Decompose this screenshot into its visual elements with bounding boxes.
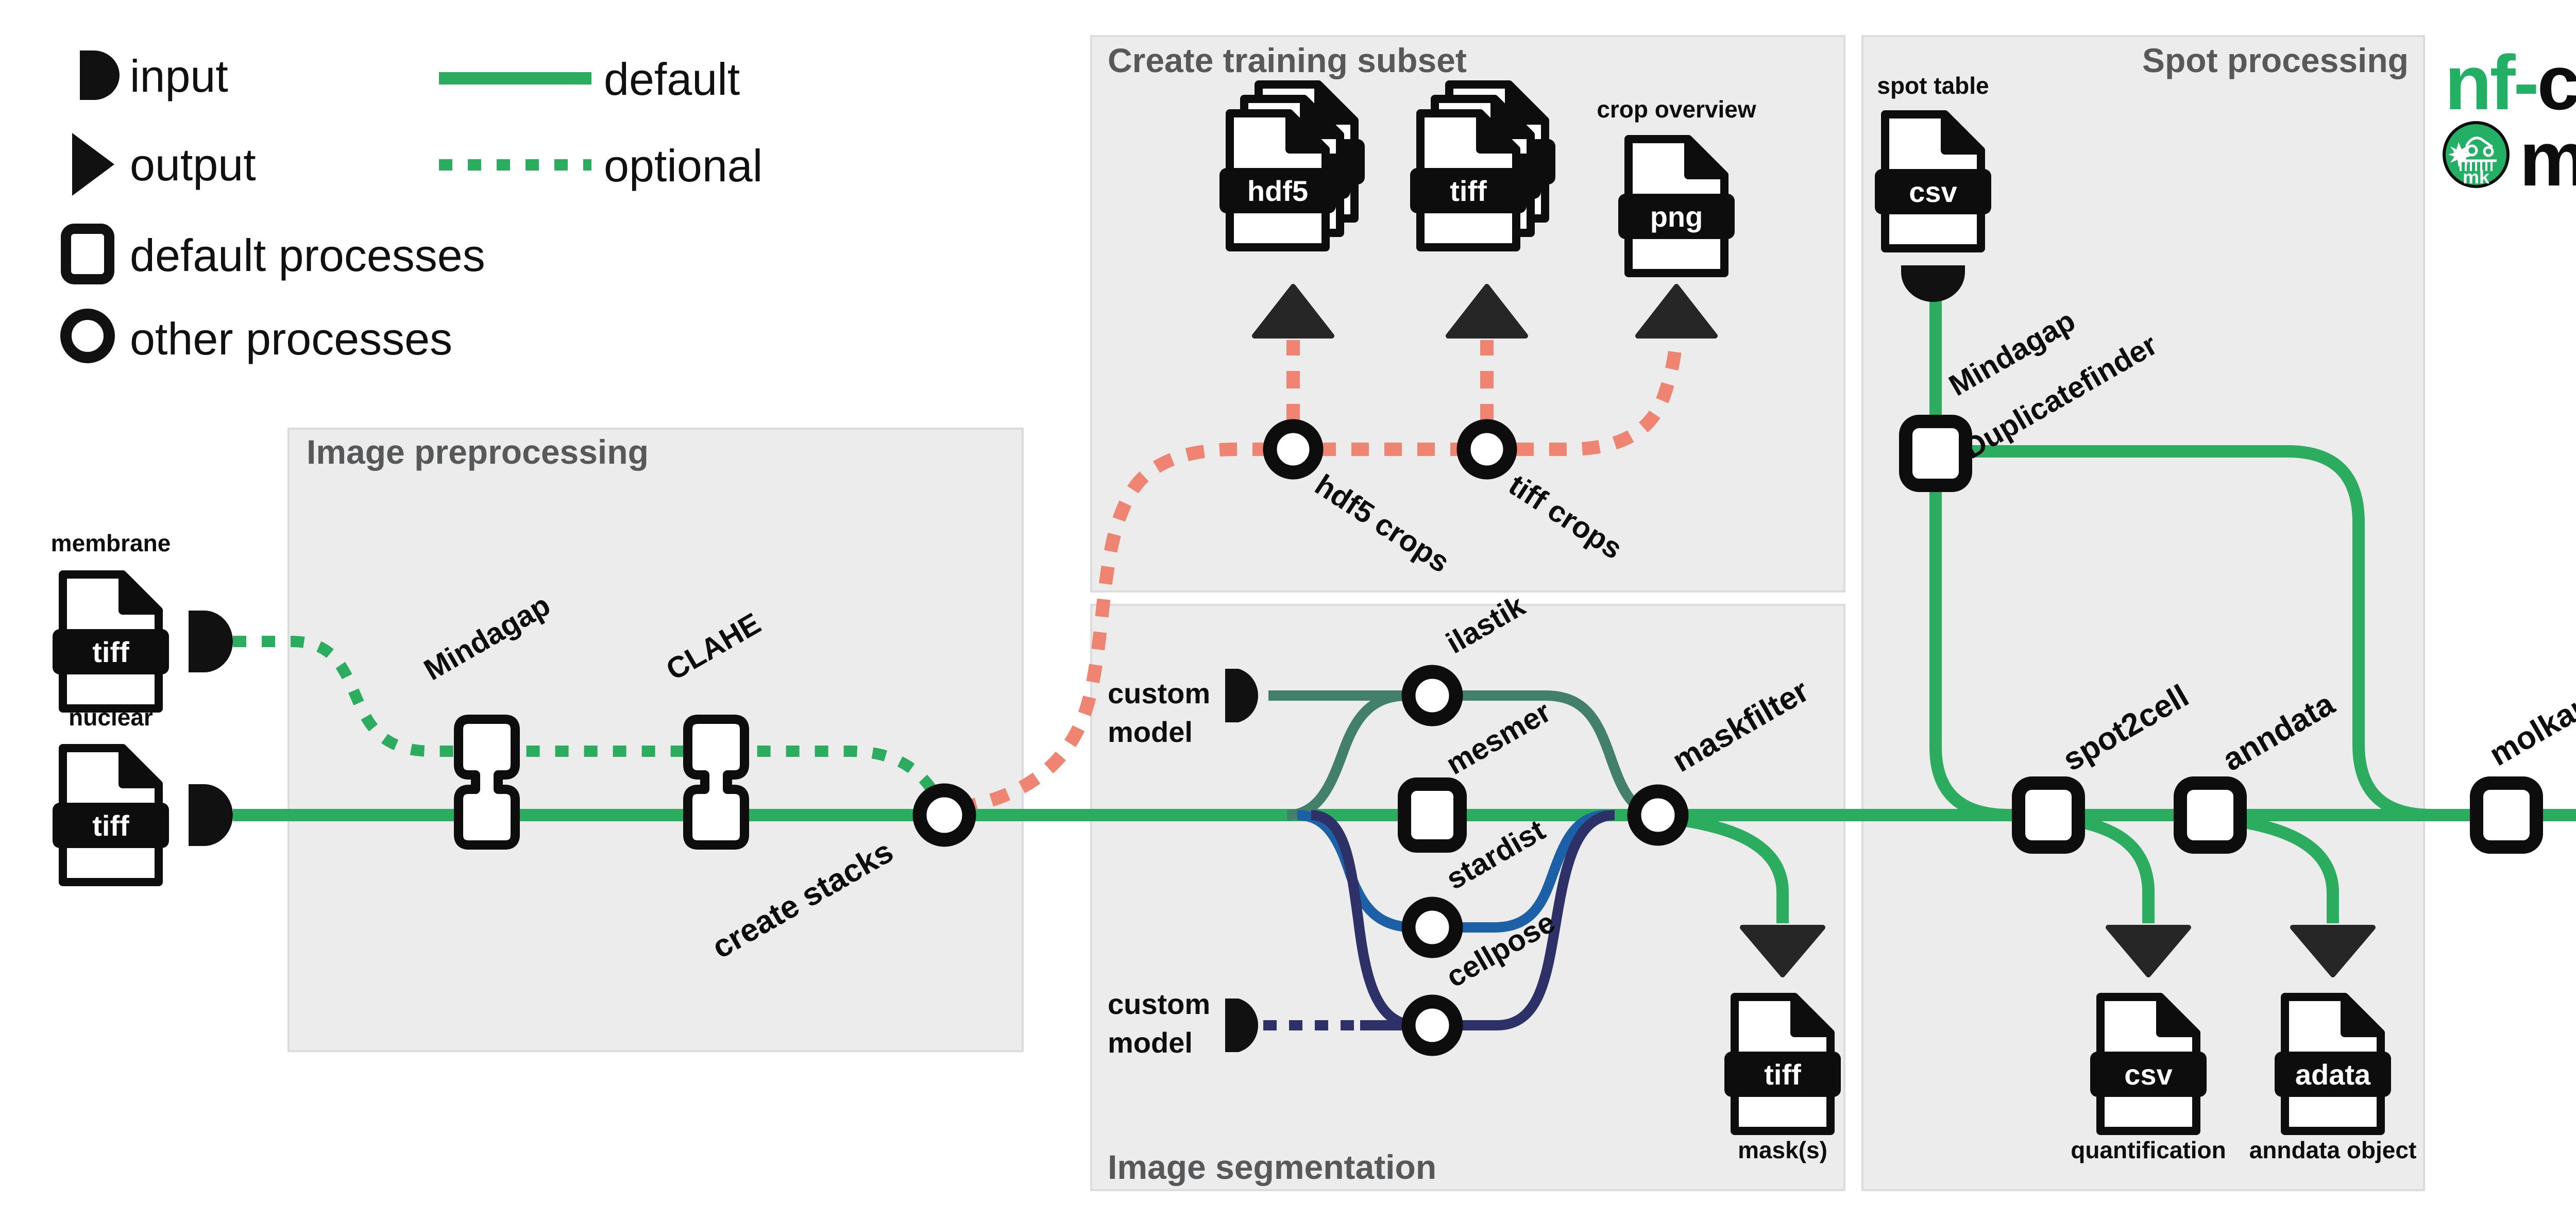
legend: input output default processes other pro… bbox=[60, 50, 762, 364]
edge-cellpose-branch bbox=[1311, 810, 1417, 1030]
svg-text:tiff: tiff bbox=[1764, 1058, 1801, 1091]
logo: nf-core/ mk molkart bbox=[2443, 39, 2576, 202]
arrow-mask-output bbox=[1740, 925, 1825, 977]
file-icon-membrane: tiff bbox=[53, 570, 169, 713]
legend-other-process-icon bbox=[60, 309, 115, 363]
legend-default-processes-label: default processes bbox=[130, 230, 485, 281]
svg-text:hdf5: hdf5 bbox=[1247, 175, 1308, 207]
node-anndata bbox=[2174, 776, 2247, 854]
file-icon-png: png bbox=[1618, 135, 1735, 277]
label-custom-model-bottom-1: custom bbox=[1108, 988, 1210, 1020]
label-custom-model-top-2: model bbox=[1108, 716, 1193, 748]
node-molkartqc bbox=[2470, 776, 2543, 854]
molkart-badge-icon: mk bbox=[2443, 121, 2510, 188]
file-icon-anndata-object: adata bbox=[2275, 993, 2391, 1135]
panel-image-preprocessing bbox=[287, 428, 1024, 1052]
file-icon-tiff-stack: tiff bbox=[1410, 80, 1555, 251]
label-custom-model-bottom-2: model bbox=[1108, 1026, 1193, 1059]
svg-text:mk: mk bbox=[2463, 166, 2490, 188]
file-icon-quantification: csv bbox=[2090, 993, 2207, 1135]
node-stardist bbox=[1401, 896, 1463, 958]
node-mesmer bbox=[1398, 777, 1467, 853]
edge-cellpose-line bbox=[1360, 810, 1615, 1030]
label-anndata-object: anndata object bbox=[2249, 1137, 2417, 1163]
label-spot-table: spot table bbox=[1877, 72, 1989, 99]
input-glyph-nuclear bbox=[189, 784, 233, 846]
legend-input-icon bbox=[80, 50, 120, 100]
edge-duplicatefinder-right-branch bbox=[1936, 445, 2468, 821]
label-crop-overview: crop overview bbox=[1597, 96, 1756, 123]
file-icon-mask: tiff bbox=[1724, 993, 1841, 1135]
panel-title-spot: Spot processing bbox=[2142, 41, 2409, 79]
legend-output-icon bbox=[72, 133, 114, 196]
svg-text:tiff: tiff bbox=[1450, 175, 1487, 207]
input-glyph-membrane bbox=[189, 611, 233, 672]
panel-title-preprocessing: Image preprocessing bbox=[307, 433, 649, 471]
legend-other-processes-label: other processes bbox=[130, 313, 452, 364]
node-maskfilter bbox=[1627, 784, 1689, 846]
legend-output-label: output bbox=[130, 139, 256, 190]
edge-maskfilter-to-mask bbox=[1666, 812, 1789, 923]
legend-optional-line-label: optional bbox=[604, 140, 762, 191]
edge-membrane-optional bbox=[233, 636, 940, 798]
node-cellpose bbox=[1401, 994, 1463, 1056]
panel-title-training: Create training subset bbox=[1108, 41, 1467, 79]
input-glyph-custom-model-bottom bbox=[1225, 999, 1258, 1052]
arrow-tiff-output bbox=[1446, 284, 1528, 339]
legend-input-label: input bbox=[130, 50, 228, 102]
legend-default-line-label: default bbox=[604, 54, 740, 105]
svg-text:csv: csv bbox=[1909, 176, 1957, 208]
node-spot2cell bbox=[2012, 776, 2085, 854]
node-clahe bbox=[683, 715, 749, 850]
svg-text:tiff: tiff bbox=[92, 636, 129, 668]
input-glyph-custom-model-top bbox=[1225, 669, 1258, 722]
svg-text:tiff: tiff bbox=[92, 809, 129, 842]
edge-create-stacks-to-crops bbox=[958, 334, 1683, 815]
svg-text:csv: csv bbox=[2124, 1058, 2172, 1091]
input-glyph-spot-table bbox=[1901, 265, 1965, 302]
node-hdf5-crops bbox=[1263, 419, 1324, 480]
label-quantification: quantification bbox=[2071, 1137, 2226, 1163]
node-duplicatefinder bbox=[1899, 415, 1972, 492]
legend-default-process-icon bbox=[61, 224, 114, 284]
edge-ilastik-branch bbox=[1286, 690, 1408, 820]
arrow-quantification-output bbox=[2106, 925, 2191, 977]
svg-text:png: png bbox=[1650, 200, 1703, 233]
file-icon-hdf5-stack: hdf5 bbox=[1219, 80, 1365, 251]
panel-title-segmentation: Image segmentation bbox=[1108, 1148, 1436, 1186]
file-icon-spot-table: csv bbox=[1875, 110, 1991, 252]
node-mindagap bbox=[454, 715, 520, 850]
edge-spot-table-down bbox=[1929, 300, 2010, 821]
svg-text:adata: adata bbox=[2295, 1058, 2371, 1091]
label-mask: mask(s) bbox=[1738, 1137, 1827, 1163]
logo-text-nfcore: nf-core/ bbox=[2445, 39, 2576, 126]
arrow-hdf5-output bbox=[1252, 284, 1334, 339]
node-tiff-crops bbox=[1456, 419, 1517, 480]
arrow-png-output bbox=[1635, 284, 1718, 339]
panel-image-segmentation bbox=[1090, 604, 1845, 1191]
node-create-stacks bbox=[912, 783, 976, 847]
label-custom-model-top-1: custom bbox=[1108, 677, 1210, 709]
label-molkartqc: molkartqc bbox=[2484, 666, 2576, 773]
node-ilastik bbox=[1401, 665, 1463, 726]
logo-text-molkart: molkart bbox=[2519, 115, 2576, 202]
file-icon-nuclear: tiff bbox=[53, 744, 169, 886]
arrow-anndata-output bbox=[2290, 925, 2376, 977]
label-nuclear: nuclear bbox=[69, 704, 153, 731]
label-membrane: membrane bbox=[51, 530, 171, 556]
